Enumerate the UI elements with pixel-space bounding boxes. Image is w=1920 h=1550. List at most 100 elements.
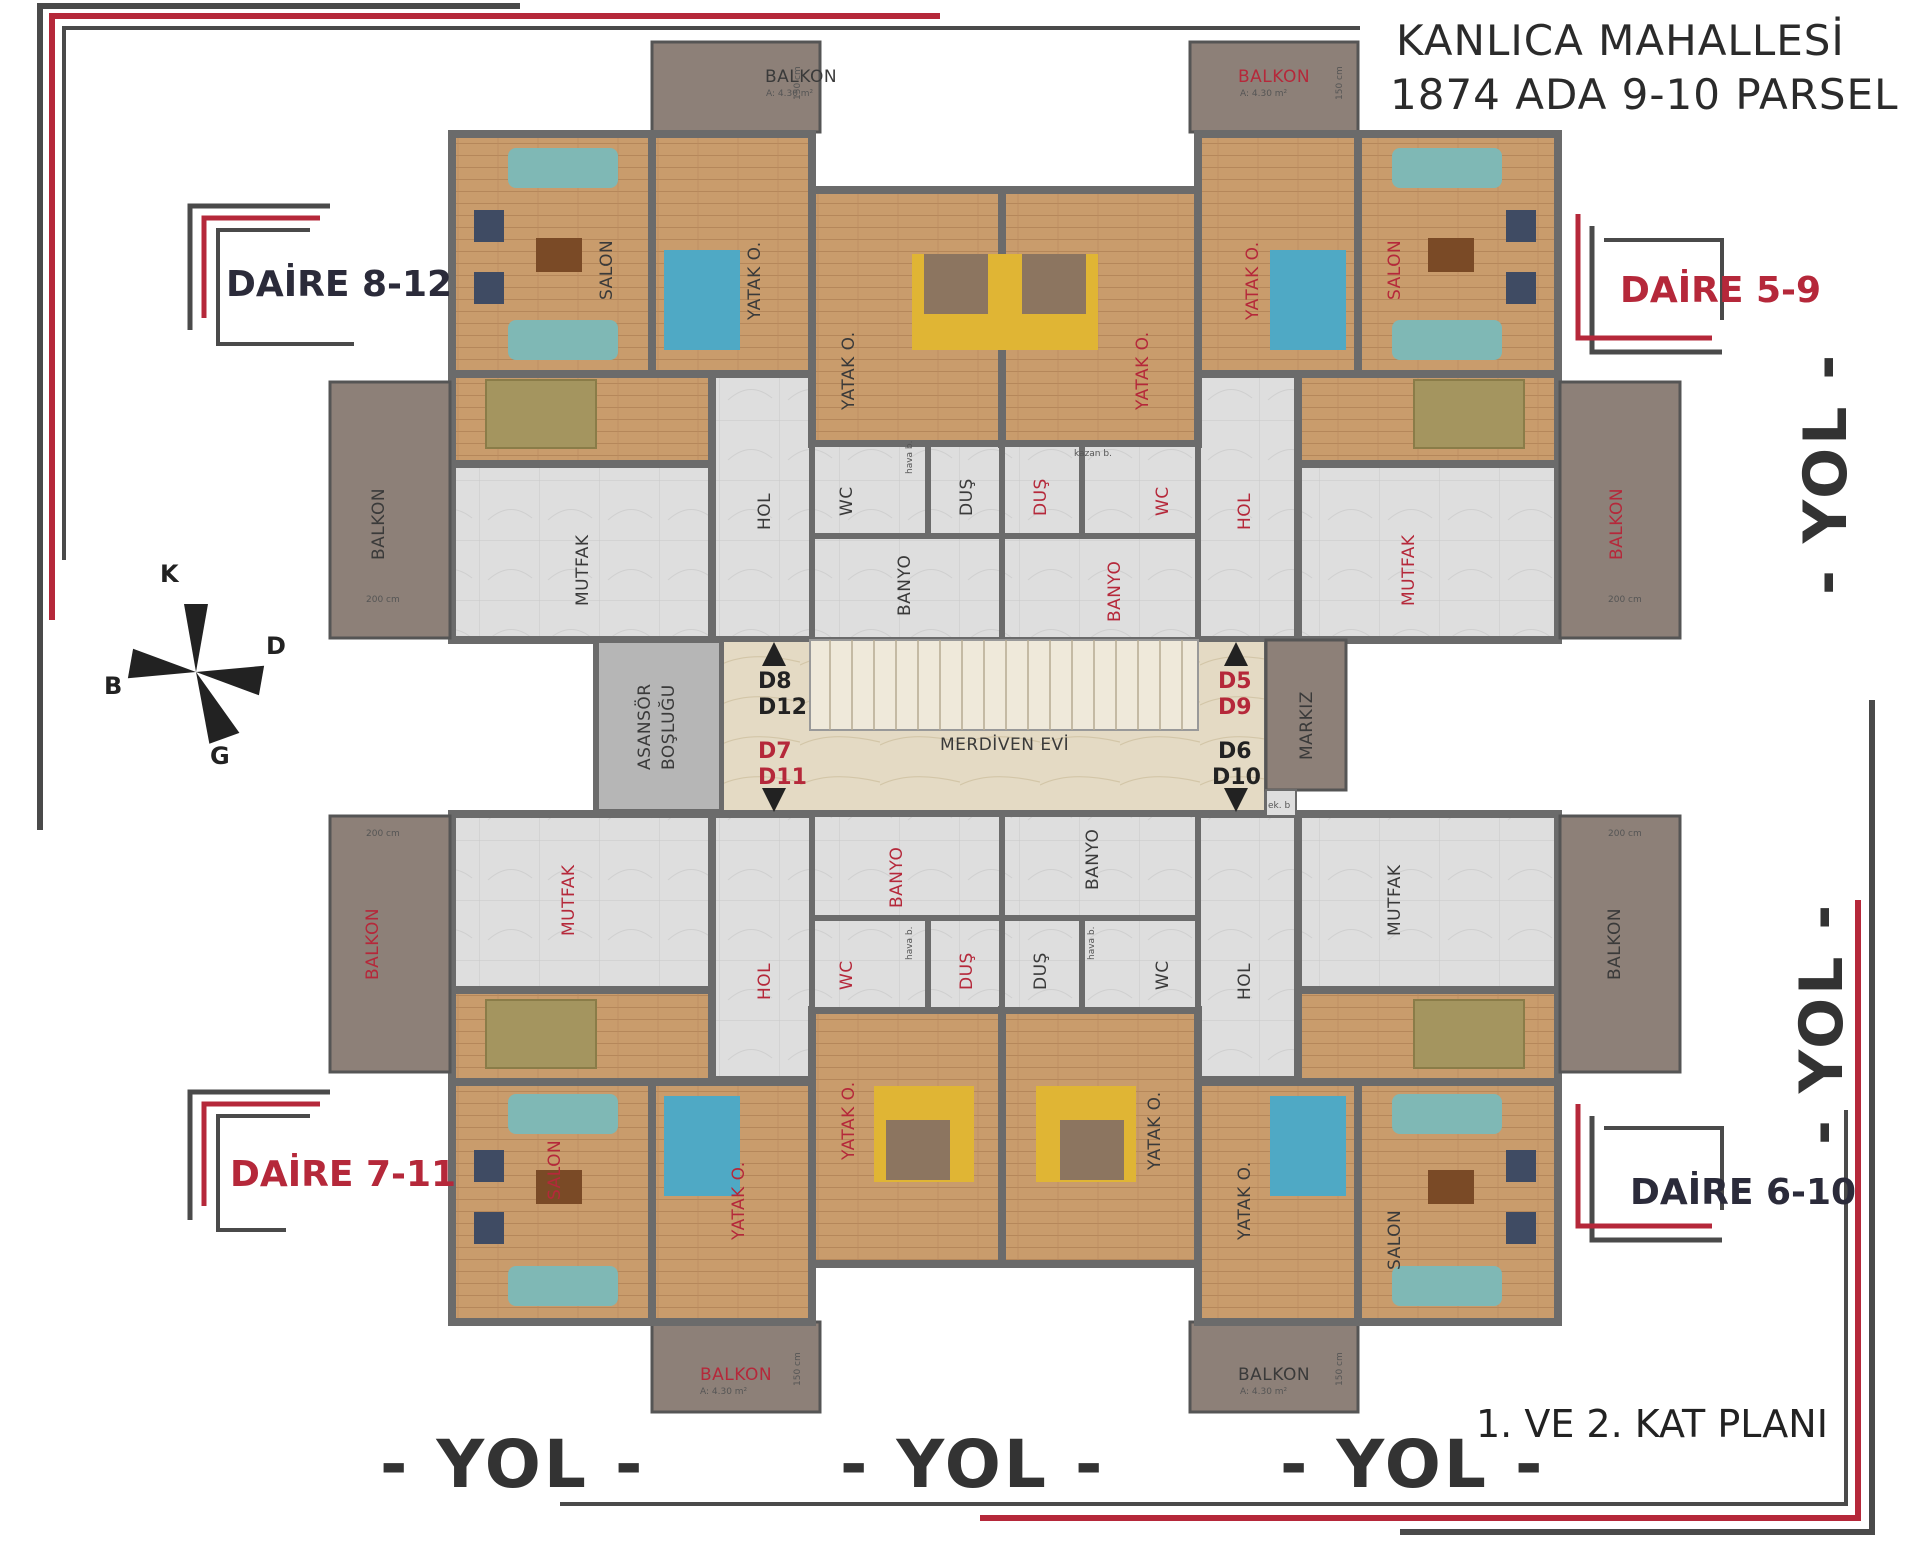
label-salon-sw: SALON: [545, 1140, 565, 1200]
core: [593, 637, 1348, 817]
unit-nw: [328, 40, 1012, 644]
label-yatak-nw-big: YATAK O.: [839, 331, 859, 411]
label-yatak-ne-big: YATAK O.: [1133, 331, 1153, 411]
label-dus-se: DUŞ: [1031, 952, 1051, 990]
arrow-up-left: [762, 642, 786, 666]
label-mutfak-ne: MUTFAK: [1399, 534, 1419, 606]
header-line-2: 1874 ADA 9-10 PARSEL: [1390, 70, 1899, 119]
balkon-ne-top: [1188, 40, 1360, 134]
unit-label-ne: DAİRE 5-9: [1620, 270, 1822, 311]
label-mutfak-sw: MUTFAK: [559, 864, 579, 936]
label-balkon-sw-side: BALKON: [363, 908, 383, 980]
label-wc-se: WC: [1153, 960, 1173, 990]
label-balkon-sw: BALKON: [700, 1365, 772, 1385]
compass-rose: [127, 604, 265, 744]
label-balkon-nw: BALKON: [765, 67, 837, 87]
unit-sw: [328, 810, 1012, 1414]
unit-label-sw: DAİRE 7-11: [230, 1154, 457, 1195]
label-stairs: MERDİVEN EVİ: [940, 734, 1069, 755]
banyo-se: [999, 811, 1201, 921]
dim-150-sw: 150 cm: [793, 1352, 803, 1386]
label-hava-sw: hava b.: [905, 927, 915, 961]
label-yatak-ne: YATAK O.: [1243, 241, 1263, 321]
door-d12: D12: [758, 695, 807, 720]
label-hol-sw: HOL: [755, 963, 775, 1000]
wc-se: [1079, 915, 1201, 1013]
label-dus-nw: DUŞ: [957, 478, 977, 516]
balkon-se-bottom: [1188, 1320, 1360, 1414]
hol-sw: [708, 810, 820, 1084]
arrow-up-right: [1224, 642, 1248, 666]
road-right-1: - YOL -: [1791, 351, 1861, 595]
hol-ne: [1190, 370, 1302, 644]
bracket-ne: [1575, 214, 1724, 355]
label-markiz: MARKIZ: [1297, 691, 1317, 760]
door-d6: D6: [1218, 739, 1252, 764]
dim-200-ne: 200 cm: [1608, 595, 1642, 605]
area-balkon-se: A: 4.30 m²: [1240, 1387, 1288, 1397]
label-wc-ne: WC: [1153, 486, 1173, 516]
label-banyo-ne: BANYO: [1105, 561, 1125, 622]
door-d8: D8: [758, 669, 792, 694]
dim-200-sw: 200 cm: [366, 829, 400, 839]
stair-flight: [809, 639, 1199, 731]
label-hol-ne: HOL: [1235, 493, 1255, 530]
label-mutfak-se: MUTFAK: [1385, 864, 1405, 936]
dim-200-se: 200 cm: [1608, 829, 1642, 839]
dim-200-nw: 200 cm: [366, 595, 400, 605]
door-d10: D10: [1212, 765, 1261, 790]
label-mutfak-nw: MUTFAK: [573, 534, 593, 606]
area-balkon-sw: A: 4.30 m²: [700, 1387, 748, 1397]
bracket-nw: [187, 203, 354, 346]
arrow-down-right: [1224, 788, 1248, 812]
hol-se: [1190, 810, 1302, 1084]
dim-150-ne: 150 cm: [1335, 66, 1345, 100]
door-d5: D5: [1218, 669, 1252, 694]
mutfak-sw: [448, 810, 716, 994]
mutfak-se: [1294, 810, 1562, 994]
unit-se: [998, 810, 1682, 1414]
compass-north: K: [160, 560, 179, 588]
plan-title: 1. VE 2. KAT PLANI: [1476, 1402, 1828, 1446]
balkon-se-side: [1558, 814, 1682, 1074]
label-balkon-ne-side: BALKON: [1607, 488, 1627, 560]
label-hol-se: HOL: [1235, 963, 1255, 1000]
markiz: [1264, 638, 1348, 792]
door-d7: D7: [758, 739, 792, 764]
road-bottom-2: - YOL -: [840, 1426, 1106, 1503]
label-yatak-sw-big: YATAK O.: [839, 1081, 859, 1161]
area-balkon-ne: A: 4.30 m²: [1240, 89, 1288, 99]
label-banyo-nw: BANYO: [895, 555, 915, 616]
compass-south: G: [210, 742, 230, 770]
balkon-nw-side: [328, 380, 452, 640]
unit-label-se: DAİRE 6-10: [1630, 1172, 1857, 1213]
label-elevator-2: BOŞLUĞU: [657, 684, 679, 770]
label-kazan: kazan b.: [1074, 449, 1112, 459]
label-hava-nw: hava b.: [905, 441, 915, 475]
label-wc-nw: WC: [837, 486, 857, 516]
label-elevator: ASANSÖR: [633, 683, 655, 770]
bracket-se: [1575, 1104, 1724, 1243]
dim-150-se: 150 cm: [1335, 1352, 1345, 1386]
label-balkon-se: BALKON: [1238, 1365, 1310, 1385]
unit-ne: [998, 40, 1682, 644]
ek-b: [1265, 789, 1297, 817]
label-wc-sw: WC: [837, 960, 857, 990]
arrow-down-left: [762, 788, 786, 812]
road-bottom-3: - YOL -: [1280, 1426, 1546, 1503]
label-yatak-nw: YATAK O.: [745, 241, 765, 321]
bracket-sw: [187, 1089, 330, 1232]
label-yatak-se: YATAK O.: [1235, 1161, 1255, 1241]
door-d11: D11: [758, 765, 807, 790]
balkon-sw-bottom: [650, 1320, 822, 1414]
label-salon-se: SALON: [1385, 1210, 1405, 1270]
label-banyo-se: BANYO: [1083, 829, 1103, 890]
door-d9: D9: [1218, 695, 1252, 720]
elevator-shaft: [593, 637, 725, 815]
label-balkon-se-side: BALKON: [1605, 908, 1625, 980]
banyo-sw: [809, 811, 1011, 921]
room-labels: BALKON BALKON BALKON BALKON SALON SALON …: [363, 66, 1642, 1397]
label-yatak-se-big: YATAK O.: [1145, 1091, 1165, 1171]
